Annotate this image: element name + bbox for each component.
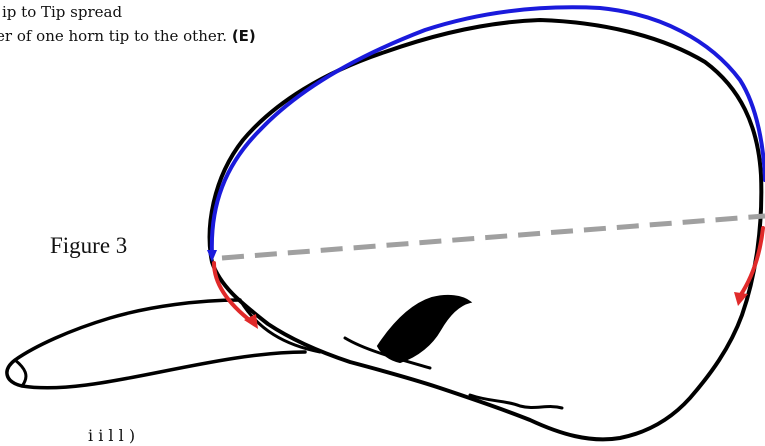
tip-to-tip-arrowhead-left	[207, 250, 217, 262]
head-outline	[207, 18, 764, 442]
snout-tip	[13, 358, 28, 388]
horn-tip-arrow-left	[212, 261, 254, 324]
caption-line-2-text: er of one horn tip to the other.	[0, 27, 228, 45]
tip-to-tip-curve	[209, 5, 765, 257]
horn-tip-arrowhead-right	[734, 292, 748, 306]
caption-marker-e: (E)	[231, 27, 256, 45]
eye-shape	[376, 294, 473, 364]
jaw-outline	[238, 298, 432, 370]
caption-line-2: er of one horn tip to the other. (E)	[0, 27, 256, 45]
horn-tip-arrow-right	[738, 226, 765, 298]
figure-label: Figure 3	[50, 233, 128, 258]
snout-outline	[5, 298, 307, 390]
jaw-squiggle	[468, 393, 564, 410]
bottom-cropped-text: i i l l )	[88, 426, 136, 445]
horn-tip-arrowhead-left	[244, 314, 258, 329]
spread-dashed-line	[221, 213, 765, 261]
caption-line-1: ip to Tip spread	[2, 3, 122, 21]
eye-lash	[435, 296, 467, 301]
caption-line-1-text: ip to Tip spread	[2, 3, 123, 21]
